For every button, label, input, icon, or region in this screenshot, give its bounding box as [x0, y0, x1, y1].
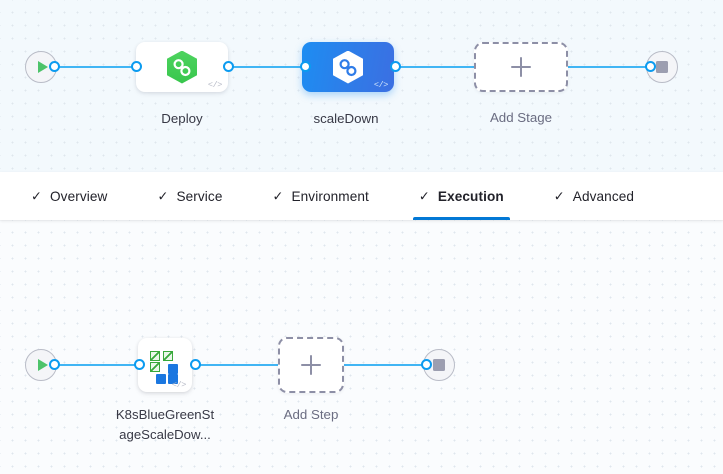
check-icon: ✓ — [272, 188, 284, 203]
end-input-port[interactable] — [645, 61, 656, 72]
step-input-port[interactable] — [134, 359, 145, 370]
start-output-port[interactable] — [49, 61, 60, 72]
step-output-port[interactable] — [190, 359, 201, 370]
step-label: K8sBlueGreenSt ageScaleDow... — [103, 405, 227, 445]
code-badge-icon: </> — [171, 379, 187, 390]
edge-addstage-to-end — [568, 66, 654, 68]
execution-step-canvas[interactable]: </> K8sBlueGreenSt ageScaleDow... Add St… — [0, 220, 723, 474]
edge-step-to-addstep — [196, 364, 278, 366]
step-label-line-2: ageScaleDow... — [119, 427, 211, 442]
edge-start-to-step — [50, 364, 142, 366]
edge-scaledown-to-addstage — [396, 66, 474, 68]
play-icon — [37, 61, 48, 73]
tab-execution[interactable]: ✓ Execution — [412, 172, 510, 220]
stage-canvas[interactable]: </> Deploy </> scaleDown — [0, 0, 723, 172]
step-label-line-1: K8sBlueGreenSt — [115, 407, 215, 422]
check-icon: ✓ — [157, 188, 169, 203]
check-icon: ✓ — [553, 188, 565, 203]
tab-overview[interactable]: ✓ Overview — [27, 172, 111, 220]
stage-node-scaledown[interactable]: </> — [302, 42, 394, 92]
execution-start-marker[interactable] — [25, 349, 57, 381]
scaledown-output-port[interactable] — [390, 61, 401, 72]
edge-start-to-deploy — [50, 66, 140, 68]
deploy-output-port[interactable] — [223, 61, 234, 72]
tab-label: Execution — [437, 188, 504, 204]
harness-hexagon-white-icon — [333, 50, 363, 84]
step-node-k8s-bluegreen-scaledown[interactable]: </> — [138, 338, 192, 392]
execution-end-input-port[interactable] — [421, 359, 432, 370]
tab-label: Service — [176, 188, 223, 204]
code-badge-icon: </> — [207, 79, 223, 90]
add-step-label: Add Step — [283, 407, 339, 422]
tab-service[interactable]: ✓ Service — [153, 172, 226, 220]
add-stage-label: Add Stage — [489, 110, 553, 125]
active-tab-underline — [412, 217, 510, 220]
edge-addstep-to-end — [344, 364, 430, 366]
edge-deploy-to-scaledown — [228, 66, 306, 68]
harness-hexagon-green-icon — [167, 50, 197, 84]
stage-tabs[interactable]: ✓ Overview ✓ Service ✓ Environment ✓ Exe… — [0, 172, 723, 220]
stage-label-deploy: Deploy — [161, 111, 203, 126]
add-stage-button[interactable] — [474, 42, 568, 92]
check-icon: ✓ — [418, 188, 430, 203]
deploy-input-port[interactable] — [131, 61, 142, 72]
stop-icon — [656, 61, 668, 73]
code-badge-icon: </> — [373, 79, 389, 90]
scaledown-input-port[interactable] — [300, 61, 311, 72]
tab-label: Environment — [291, 188, 369, 204]
pipeline-end-marker[interactable] — [646, 51, 678, 83]
play-icon — [37, 359, 48, 371]
check-icon: ✓ — [31, 188, 42, 203]
plus-icon — [301, 355, 321, 375]
execution-start-output-port[interactable] — [49, 359, 60, 370]
stage-node-deploy[interactable]: </> — [136, 42, 228, 92]
add-step-button[interactable] — [278, 337, 344, 393]
tab-environment[interactable]: ✓ Environment — [268, 172, 372, 220]
plus-icon — [511, 57, 531, 77]
tab-advanced[interactable]: ✓ Advanced — [550, 172, 638, 220]
stop-icon — [433, 359, 445, 371]
kubernetes-blue-green-icon — [149, 349, 181, 384]
tab-label: Overview — [50, 188, 108, 204]
tab-label: Advanced — [572, 188, 635, 204]
stage-label-scaledown: scaleDown — [313, 111, 379, 126]
